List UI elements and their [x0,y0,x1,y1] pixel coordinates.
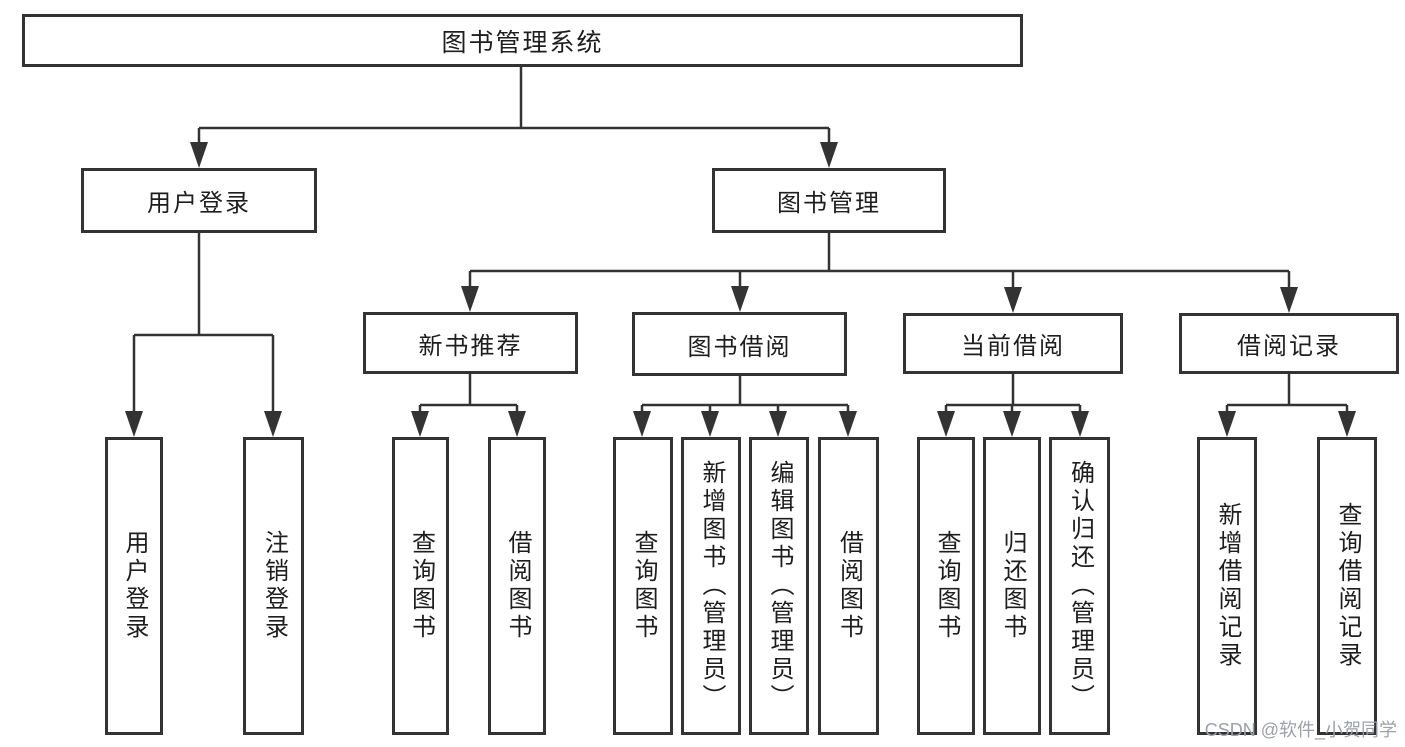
node-label: 当前借阅 [961,333,1065,360]
leaf-borrow-books: 借阅图书 [818,437,879,735]
node-label: 新增借阅记录 [1214,502,1241,670]
leaf-confirm-return-admin: 确认归还（管理员） [1049,437,1110,735]
node-label: 确认归还（管理员） [1066,460,1094,712]
connector-current-borrow [937,374,1089,437]
node-root-system: 图书管理系统 [22,14,1023,67]
connector-root [190,66,838,168]
connector-borrow-records [1218,374,1356,437]
node-label: 借阅图书 [835,530,863,642]
node-label: 借阅记录 [1237,333,1341,360]
leaf-query-borrow-record: 查询借阅记录 [1317,437,1377,735]
connector-user-login [125,233,282,437]
node-new-book-recommend: 新书推荐 [363,312,578,374]
leaf-query-books-recommend: 查询图书 [392,437,449,735]
node-book-borrow: 图书借阅 [632,312,847,376]
leaf-edit-book-admin: 编辑图书（管理员） [749,437,809,735]
node-label: 图书管理系统 [441,28,604,57]
node-user-login: 用户登录 [81,168,317,233]
watermark: CSDN @软件_小贺同学 [1204,720,1397,740]
node-label: 图书借阅 [687,333,792,361]
node-label: 归还图书 [999,530,1026,642]
connector-book-borrow [633,376,857,437]
leaf-user-login: 用户登录 [105,437,163,735]
node-current-borrow: 当前借阅 [903,313,1123,374]
node-label: 查询图书 [630,530,657,642]
node-label: 新增图书（管理员） [698,460,725,712]
node-label: 查询图书 [407,530,435,642]
node-label: 注销登录 [260,530,288,642]
leaf-add-book-admin: 新增图书（管理员） [681,437,741,735]
leaf-query-books-current: 查询图书 [917,437,975,735]
connector-book-management [461,233,1298,313]
node-borrow-records: 借阅记录 [1179,313,1399,374]
node-label: 借阅图书 [504,530,531,642]
node-label: 新书推荐 [418,332,523,360]
node-label: 图书管理 [777,190,881,217]
leaf-query-books-borrow: 查询图书 [613,437,673,735]
node-label: 编辑图书（管理员） [766,460,793,712]
leaf-borrow-books-recommend: 借阅图书 [488,437,546,735]
leaf-add-borrow-record: 新增借阅记录 [1197,437,1257,735]
leaf-return-book: 归还图书 [983,437,1041,735]
node-book-management: 图书管理 [712,168,946,233]
leaf-logout: 注销登录 [243,437,304,735]
node-label: 用户登录 [121,530,148,642]
node-label: 查询图书 [933,530,960,642]
node-label: 用户登录 [147,190,251,217]
node-label: 查询借阅记录 [1334,502,1361,670]
connector-new-book [411,374,526,437]
